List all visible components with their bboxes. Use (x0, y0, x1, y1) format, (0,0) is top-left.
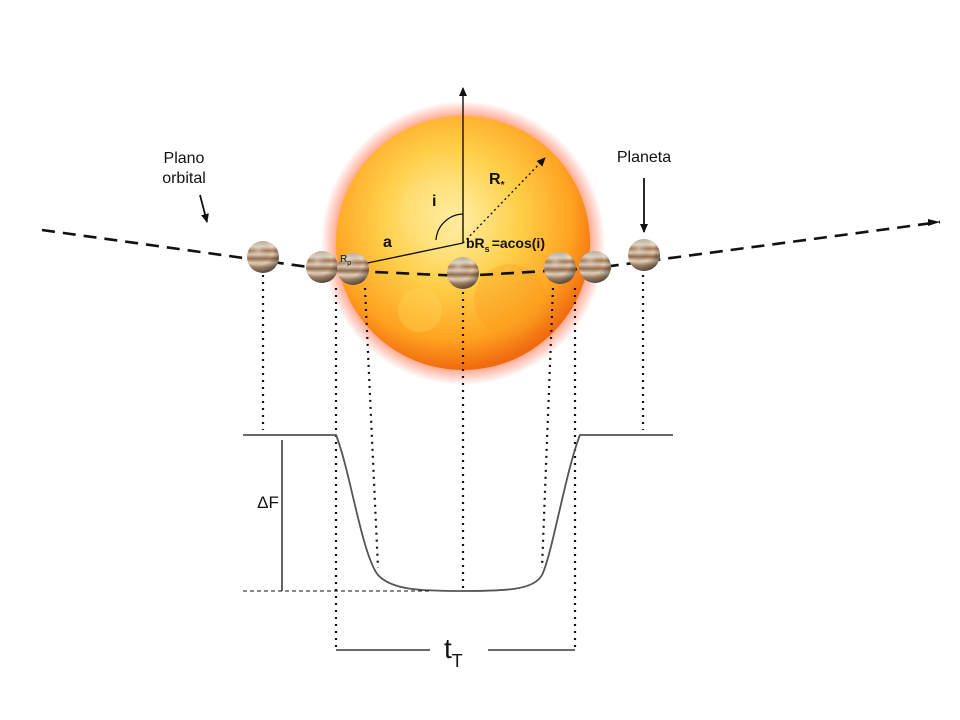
transit-light-curve (243, 434, 673, 592)
projection-line (363, 287, 380, 569)
planet-radius-label: Rp (340, 254, 351, 267)
planet-icon (579, 251, 611, 283)
inclination-label: i (432, 193, 436, 210)
planet-icon (544, 252, 576, 284)
semi-major-axis-line (357, 242, 464, 266)
orbital-plane-arrow (199, 194, 209, 223)
projection-line (540, 287, 555, 569)
stellar-radius-label: R* (489, 171, 505, 191)
planets (247, 239, 660, 289)
projection-lines (261, 275, 645, 650)
transit-time-label: tT (444, 633, 463, 671)
impact-parameter-label: bRs=acos(i) (466, 235, 545, 254)
planet-icon (337, 253, 369, 285)
planet-label: Planeta (617, 149, 671, 166)
flux-drop-label: ΔF (257, 493, 279, 512)
inclination-angle-arc (435, 213, 464, 241)
orbital-plane-label-line1: Plano (164, 150, 205, 167)
planet-icon (306, 251, 338, 283)
semi-major-axis-label: a (383, 234, 392, 251)
projection-lines-inner (363, 287, 555, 569)
planet-icon (447, 257, 479, 289)
orbital-plane-end-marker (928, 219, 940, 226)
orbital-plane-label-line2: orbital (162, 170, 206, 187)
planet-icon (247, 241, 279, 273)
planet-icon (628, 239, 660, 271)
